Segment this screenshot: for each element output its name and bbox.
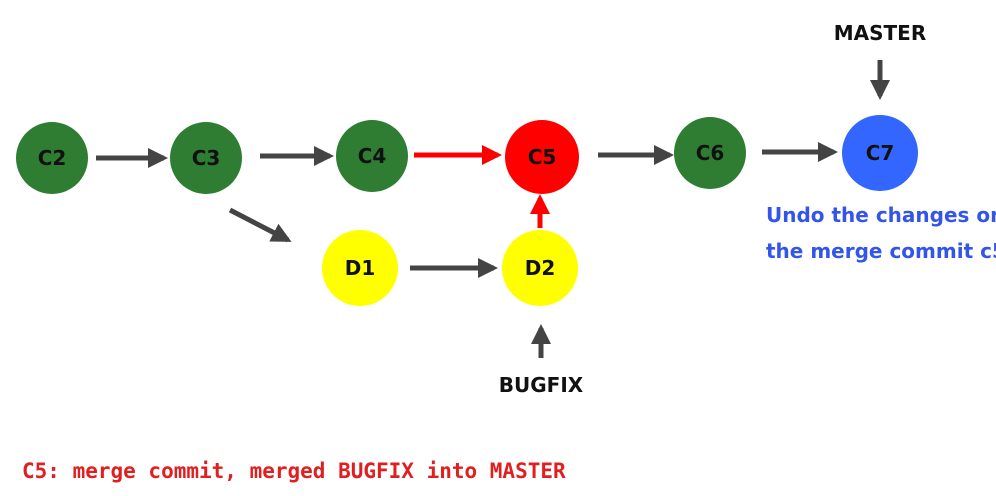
commit-node-c6: C6	[674, 117, 746, 189]
bugfix-pointer-label: BUGFIX	[499, 373, 584, 397]
commit-circle	[322, 230, 398, 306]
commit-circle	[336, 120, 408, 192]
commit-circle	[16, 122, 88, 194]
commit-node-c2: C2	[16, 122, 88, 194]
commit-label: D1	[345, 256, 376, 280]
commit-label: C6	[696, 141, 725, 165]
commit-node-d1: D1	[322, 230, 398, 306]
commit-node-c3: C3	[170, 122, 242, 194]
arrow-c3-d1	[228, 207, 292, 243]
commit-label: C5	[528, 145, 557, 169]
c7-note-line-1: Undo the changes on	[766, 203, 996, 227]
commit-label: C2	[38, 146, 67, 170]
commit-label: C7	[866, 141, 895, 165]
commit-circle	[170, 122, 242, 194]
commit-circle	[502, 230, 578, 306]
master-pointer-label: MASTER	[834, 21, 927, 45]
c7-note-line-2: the merge commit c5	[766, 239, 996, 263]
commit-node-c7: C7	[842, 115, 918, 191]
commit-node-c5: C5	[505, 120, 579, 194]
commit-label: C3	[192, 146, 221, 170]
commit-label: C4	[358, 144, 387, 168]
commit-node-c4: C4	[336, 120, 408, 192]
commit-circle	[674, 117, 746, 189]
commit-label: D2	[525, 256, 556, 280]
commit-circle	[505, 120, 579, 194]
commit-node-d2: D2	[502, 230, 578, 306]
merge-caption: C5: merge commit, merged BUGFIX into MAS…	[22, 459, 566, 483]
commit-circle	[842, 115, 918, 191]
